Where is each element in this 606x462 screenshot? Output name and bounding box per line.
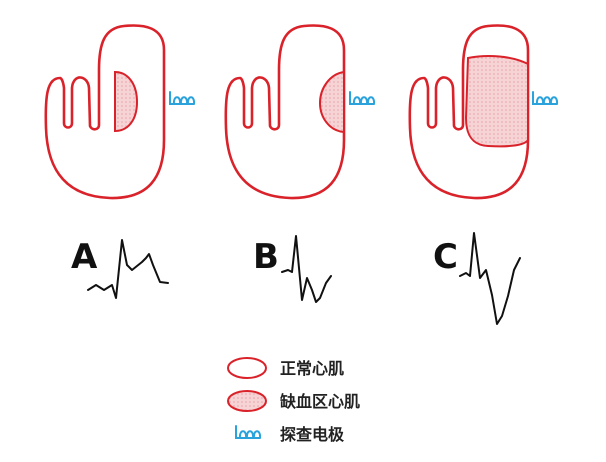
probe-electrode-icon <box>349 91 376 105</box>
panel-label: B <box>253 237 279 277</box>
ischemic-region-a <box>114 70 139 133</box>
legend-label-ischemic: 缺血区心肌 <box>280 392 360 411</box>
ecg-trace-b <box>281 235 332 303</box>
panel-b: B <box>224 24 376 303</box>
probe-electrode-icon <box>532 91 559 105</box>
panel-a: A <box>44 24 196 299</box>
legend-item-normal: 正常心肌 <box>227 357 344 379</box>
panel-c: C <box>408 24 559 325</box>
legend-item-electrode: 探查电极 <box>235 425 345 444</box>
ecg-trace-c <box>459 232 521 325</box>
ischemic-region-c <box>464 55 529 148</box>
legend-label-normal: 正常心肌 <box>280 359 344 378</box>
legend: 正常心肌 缺血区心肌 探查电极 <box>227 357 360 444</box>
ischemic-region-b <box>318 70 345 134</box>
legend-item-ischemic: 缺血区心肌 <box>227 390 360 412</box>
ischemic-myocardium-swatch <box>227 390 267 412</box>
probe-electrode-icon <box>169 91 196 105</box>
legend-label-electrode: 探查电极 <box>280 425 345 444</box>
probe-electrode-icon <box>235 425 262 439</box>
ecg-trace-a <box>87 239 169 299</box>
normal-myocardium-outline <box>224 24 346 200</box>
normal-myocardium-swatch <box>227 357 267 379</box>
panel-label: C <box>433 237 458 277</box>
panel-label: A <box>71 237 98 277</box>
normal-myocardium-outline <box>44 24 166 200</box>
